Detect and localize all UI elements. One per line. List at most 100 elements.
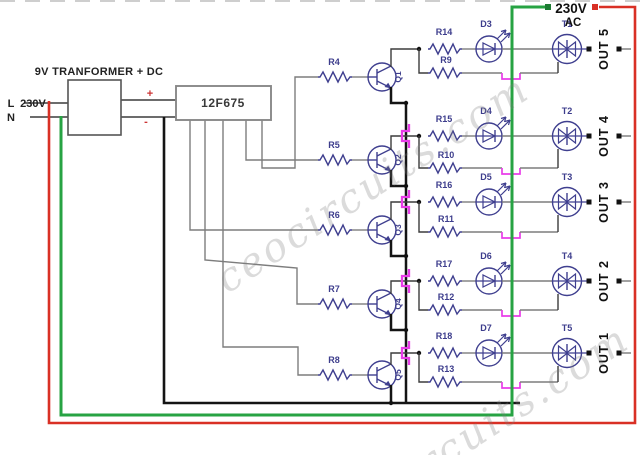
transistor-collector-lead (376, 292, 392, 301)
gate-resistor (428, 375, 462, 389)
neutral-terminal-label: N (7, 112, 15, 124)
collector-wire (390, 201, 419, 220)
transistor-label: Q3 (393, 224, 403, 236)
live-pad (592, 4, 598, 10)
transistor-collector-lead (376, 148, 392, 157)
transistor-collector-lead (376, 218, 392, 227)
mcu-pin-wire-1 (261, 76, 318, 169)
out-label: OUT 4 (597, 115, 611, 157)
led-label: D6 (480, 251, 492, 261)
triac-triangle (565, 127, 577, 145)
mains-ac-label: AC (565, 17, 582, 29)
emitter-wire (389, 170, 406, 188)
triac-triangle (557, 127, 569, 145)
led-emission-arrow-icon (496, 182, 507, 193)
junction-dot (403, 100, 409, 106)
gate-resistor (428, 303, 462, 317)
triac-label: T2 (562, 106, 573, 116)
triac-triangle (557, 40, 569, 58)
out-label: OUT 3 (597, 181, 611, 223)
led-triangle (482, 42, 497, 56)
out-pad (616, 46, 622, 52)
triac-triangle (557, 344, 569, 362)
highlight-mark (400, 190, 411, 214)
gate-branch-wire (418, 49, 428, 74)
led-emission-arrow-icon (500, 264, 511, 275)
emitter-wire (389, 240, 406, 258)
transformer-box (67, 79, 122, 136)
gate-resistor (428, 161, 462, 175)
highlight-mark (400, 341, 411, 365)
transistor-collector-lead (376, 65, 392, 74)
series-resistor-label: R18 (436, 331, 453, 341)
led-emission-arrow-icon (500, 336, 511, 347)
minus-label: - (144, 116, 148, 128)
mcu-box (175, 85, 272, 121)
base-resistor (318, 368, 352, 382)
junction-dot (403, 327, 409, 333)
gate-resistor-label: R11 (438, 214, 454, 224)
live-wire (47, 5, 637, 425)
out-pad (586, 278, 592, 284)
led-triangle (482, 195, 497, 209)
neutral-wire (59, 5, 548, 417)
triac-triangle (565, 344, 577, 362)
gate-branch-wire (418, 353, 428, 383)
gate-resistor-label: R13 (438, 364, 455, 374)
gate-branch-wire (418, 136, 428, 169)
out-label: OUT 2 (597, 260, 611, 302)
transistor-label: Q2 (393, 154, 403, 166)
triac-label: T4 (562, 251, 573, 261)
out-pad (616, 278, 622, 284)
highlight-mark (400, 269, 411, 293)
line-voltage-label: 230V (20, 98, 46, 110)
mcu-pin-wire-5 (222, 120, 318, 376)
gate-resistor (428, 225, 462, 239)
base-resistor (318, 223, 352, 237)
led-emission-arrow-icon (496, 116, 507, 127)
out-pad (586, 350, 592, 356)
led-emission-arrow-icon (496, 29, 507, 40)
led-triangle (482, 129, 497, 143)
base-resistor-label: R4 (328, 57, 340, 67)
collector-wire (390, 135, 419, 150)
transistor-label: Q5 (393, 369, 403, 381)
out-pad (616, 133, 622, 139)
gate-resistor-label: R12 (438, 292, 455, 302)
triac-label: T5 (562, 323, 573, 333)
triac-label: T1 (562, 19, 573, 29)
out-pad (586, 133, 592, 139)
led-triangle (482, 274, 497, 288)
mcu-pin-wire-3 (189, 120, 318, 231)
base-resistor (318, 153, 352, 167)
mcu-label: 12F675 (201, 96, 245, 110)
series-resistor (428, 129, 462, 143)
out-pad (616, 199, 622, 205)
line-terminal-label: L (8, 98, 15, 110)
mcu-pin-wire-2 (245, 120, 318, 161)
led-triangle (482, 346, 497, 360)
out-label: OUT 1 (597, 332, 611, 374)
gate-branch-wire (418, 202, 428, 233)
series-resistor-label: R15 (436, 114, 453, 124)
led-label: D3 (480, 19, 492, 29)
collector-wire (390, 48, 419, 67)
out-pad (616, 350, 622, 356)
series-resistor (428, 42, 462, 56)
series-resistor-label: R16 (436, 180, 453, 190)
base-resistor-label: R7 (328, 284, 340, 294)
junction-dot (388, 400, 394, 406)
emitter-wire (389, 87, 406, 105)
gate-resistor-label: R9 (440, 55, 452, 65)
led-emission-arrow-icon (500, 32, 511, 43)
triac-triangle (557, 193, 569, 211)
base-resistor-label: R5 (328, 140, 340, 150)
gate-resistor-label: R10 (438, 150, 455, 160)
series-resistor-label: R17 (436, 259, 453, 269)
